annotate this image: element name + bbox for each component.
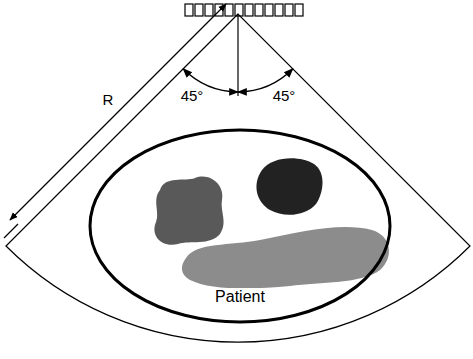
transducer-element [295, 4, 303, 16]
ellipse-outline [90, 130, 390, 322]
transducer-element [195, 4, 203, 16]
transducer-element [185, 4, 193, 16]
dimension-tick [4, 224, 18, 238]
node-label: Patient [212, 288, 268, 306]
center-line [237, 14, 238, 96]
patient-outline: Patient [88, 128, 392, 324]
transducer-element [245, 4, 253, 16]
organ-blob [182, 227, 389, 288]
angle-label: 45° [271, 88, 298, 105]
transducer-element [255, 4, 263, 16]
dimension-label: R [101, 92, 116, 109]
transducer-element [265, 4, 273, 16]
scan-sector [6, 14, 470, 342]
organ-blob [256, 158, 322, 215]
organ-blob [154, 177, 223, 245]
transducer-element [285, 4, 293, 16]
angle-label: 45° [179, 88, 206, 105]
transducer-element [225, 4, 233, 16]
transducer-element [275, 4, 283, 16]
transducer-array [185, 4, 303, 16]
transducer-element [205, 4, 213, 16]
